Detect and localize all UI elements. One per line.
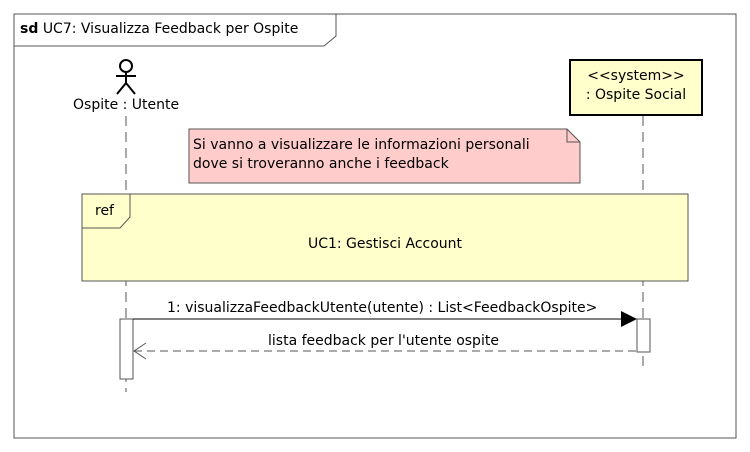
system-stereotype: <<system>> [587,68,685,84]
system-name: : Ospite Social [585,87,687,103]
ref-text: UC1: Gestisci Account [307,236,463,252]
frame-keyword: sd [20,21,39,37]
frame-title-text: UC7: Visualizza Feedback per Ospite [42,21,299,37]
system-box-label: <<system>> : Ospite Social [570,60,702,115]
actor-label: Ospite : Utente [73,97,180,113]
system-box [569,59,703,116]
reply-message-label: lista feedback per l'utente ospite [268,333,499,349]
note-fold [566,129,580,143]
frame-title: sd UC7: Visualizza Feedback per Ospite [20,21,298,37]
actor-figure-icon [116,59,136,95]
note-line-2: dove si troveranno anche i feedback [193,156,449,172]
frame-tab-shape [13,13,337,47]
note-shape [188,128,581,184]
reply-message-arrowhead [133,342,147,360]
call-message-label: 1: visualizzaFeedbackUtente(utente) : Li… [167,300,598,316]
actor-activation-bar [119,318,134,380]
ref-tab-shape [81,193,131,229]
ref-box [81,193,689,282]
system-activation-bar [636,318,651,353]
note-text: Si vanno a visualizzare le informazioni … [193,136,530,174]
call-message-arrowhead [621,311,637,327]
ref-keyword: ref [95,203,114,219]
note-line-1: Si vanno a visualizzare le informazioni … [193,137,530,153]
